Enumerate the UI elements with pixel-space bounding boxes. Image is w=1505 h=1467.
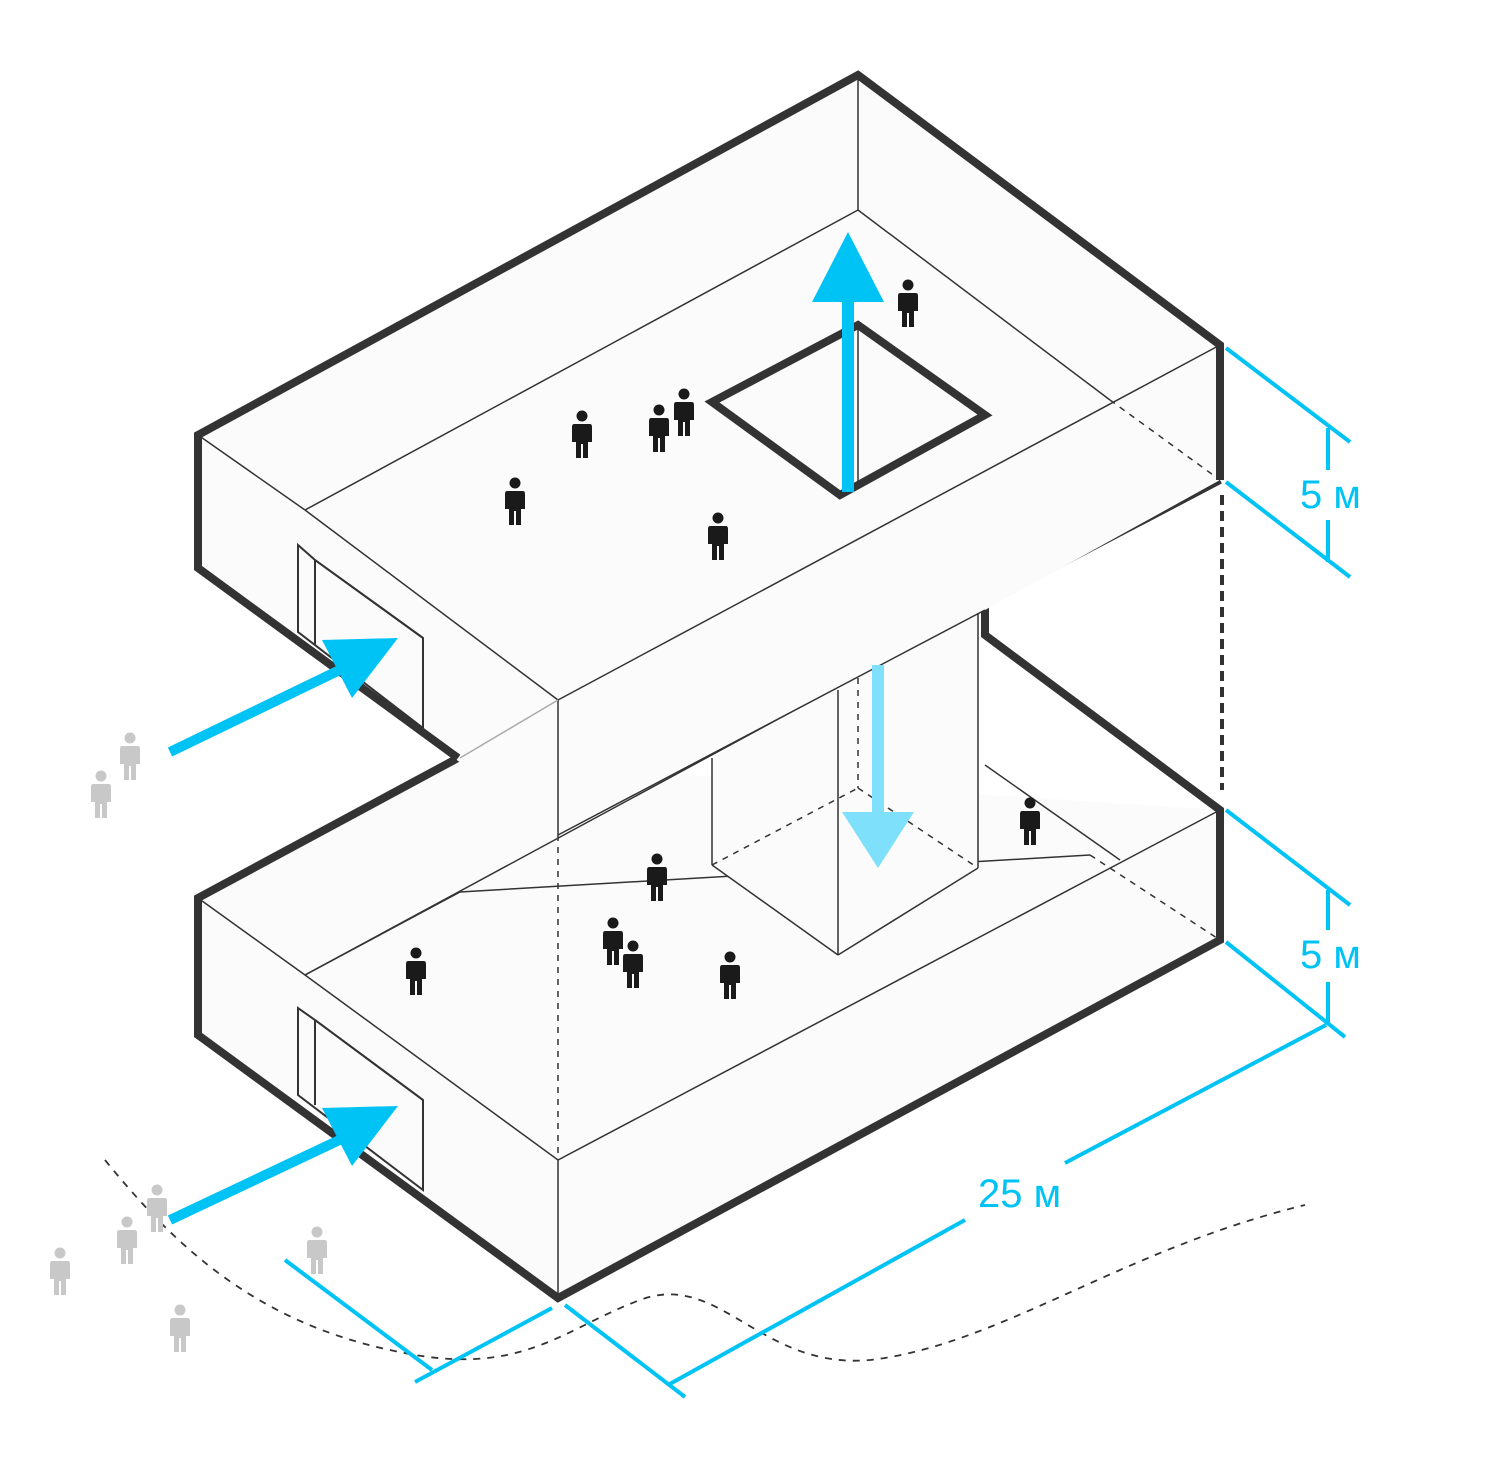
dimension-lower: [1224, 808, 1352, 1039]
upper-top-surface: [198, 75, 1220, 700]
dimension-length-label: 25 м: [978, 1172, 1061, 1216]
person-icon: [117, 1216, 137, 1264]
person-icon: [307, 1226, 327, 1274]
ground-line: [104, 1159, 1306, 1362]
arrow-up-icon: [812, 232, 884, 492]
dimension-length: [283, 1023, 1327, 1399]
arrow-icon: [167, 638, 398, 757]
upper-floor: [194, 70, 1224, 836]
person-icon: [170, 1304, 190, 1352]
central-void: [711, 613, 1121, 956]
dimension-upper-label: 5 м: [1300, 473, 1361, 517]
dimension-upper: [1224, 346, 1352, 579]
person-icon: [50, 1247, 70, 1295]
upper-door: [297, 542, 424, 731]
person-icon: [91, 770, 111, 818]
lower-right-face: [558, 810, 1220, 1298]
lower-door: [297, 1006, 424, 1193]
dimension-lower-label: 5 м: [1300, 933, 1361, 977]
arrow-icon: [167, 1106, 398, 1225]
arrow-down-icon: [842, 665, 914, 868]
upper-right-face: [558, 345, 1220, 835]
person-icon: [120, 732, 140, 780]
